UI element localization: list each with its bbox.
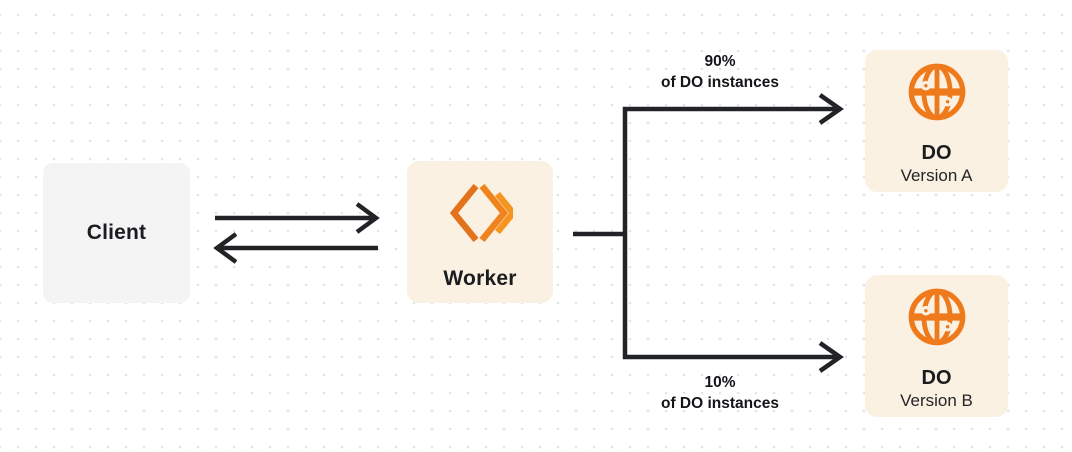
do-a-title: DO — [921, 142, 952, 164]
do-b-subtitle: Version B — [900, 391, 973, 410]
top-branch-percent: 90% — [704, 53, 736, 70]
client-box: Client — [43, 163, 190, 303]
arrowhead-top-branch-icon — [818, 93, 844, 125]
do-version-b-box: DO Version B — [865, 275, 1008, 417]
top-branch-caption: of DO instances — [661, 74, 779, 91]
globe-icon — [906, 286, 968, 348]
globe-icon — [906, 61, 968, 123]
branch-trunk-line — [622, 106, 838, 360]
arrowhead-right-icon — [355, 202, 380, 234]
top-branch-label: 90% of DO instances — [610, 51, 830, 93]
bottom-branch-caption: of DO instances — [661, 395, 779, 412]
arrowhead-left-icon — [213, 232, 238, 264]
cloudflare-workers-icon — [447, 183, 513, 243]
arrowhead-bottom-branch-icon — [818, 341, 844, 373]
do-version-a-box: DO Version A — [865, 50, 1008, 192]
worker-label: Worker — [443, 267, 517, 290]
worker-box: Worker — [407, 161, 553, 303]
bottom-branch-label: 10% of DO instances — [610, 372, 830, 414]
do-b-title: DO — [921, 367, 952, 389]
client-label: Client — [86, 221, 147, 244]
bottom-branch-percent: 10% — [704, 374, 736, 391]
do-a-subtitle: Version A — [900, 166, 973, 185]
